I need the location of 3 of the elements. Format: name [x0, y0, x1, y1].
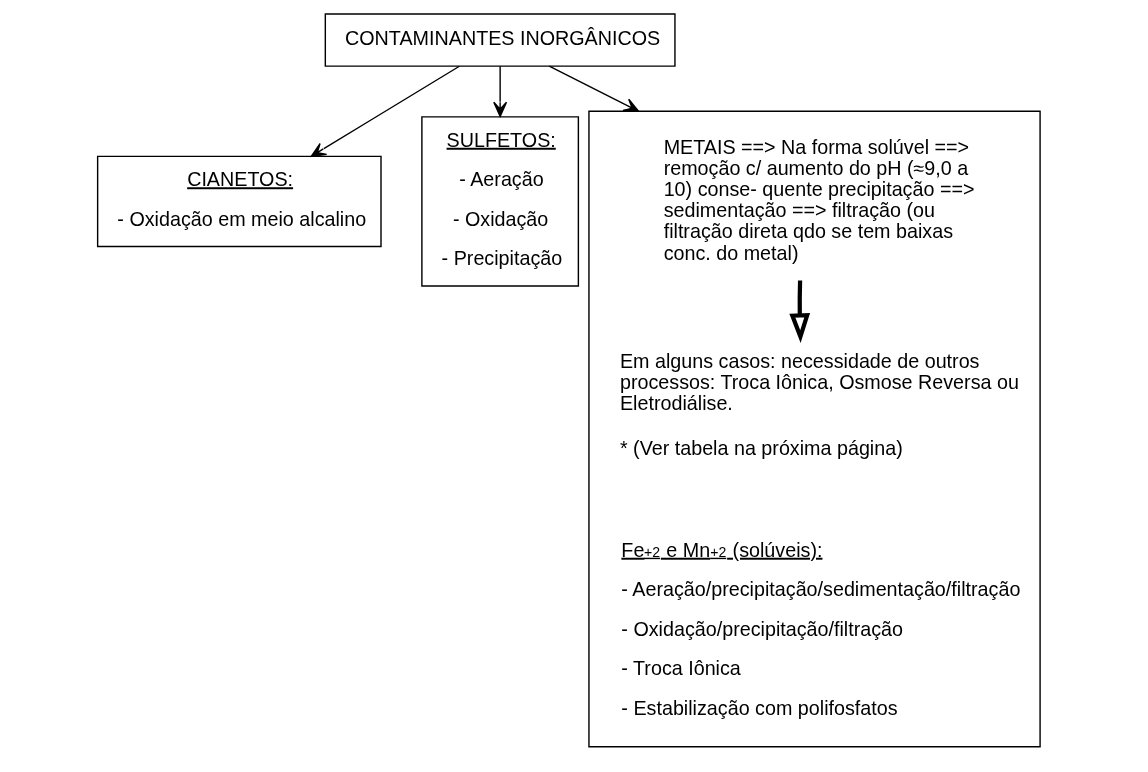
node-text: Em alguns casos: necessidade de outros processos: Troca Iônica, Osmose Reversa ou Eletrodiálise. * (Ver tabela na próxima página): [619, 350, 1019, 460]
node-text: METAIS ==> Na forma solúvel ==> remoção c/ aumento do pH (≈9,0 a 10) conse- quente precipitação ==> sedimentação ==> filtração (ou filtração direta qdo se tem baixas conc. do metal): [663, 135, 974, 264]
node-text: Fe+2 e Mn+2 (solúveis): - Aeração/precipitação/sedimentação/filtração - Oxidação/precipitação/filtração - Troca Iônica - Estabilização com polifosfatos: [620, 538, 1020, 719]
